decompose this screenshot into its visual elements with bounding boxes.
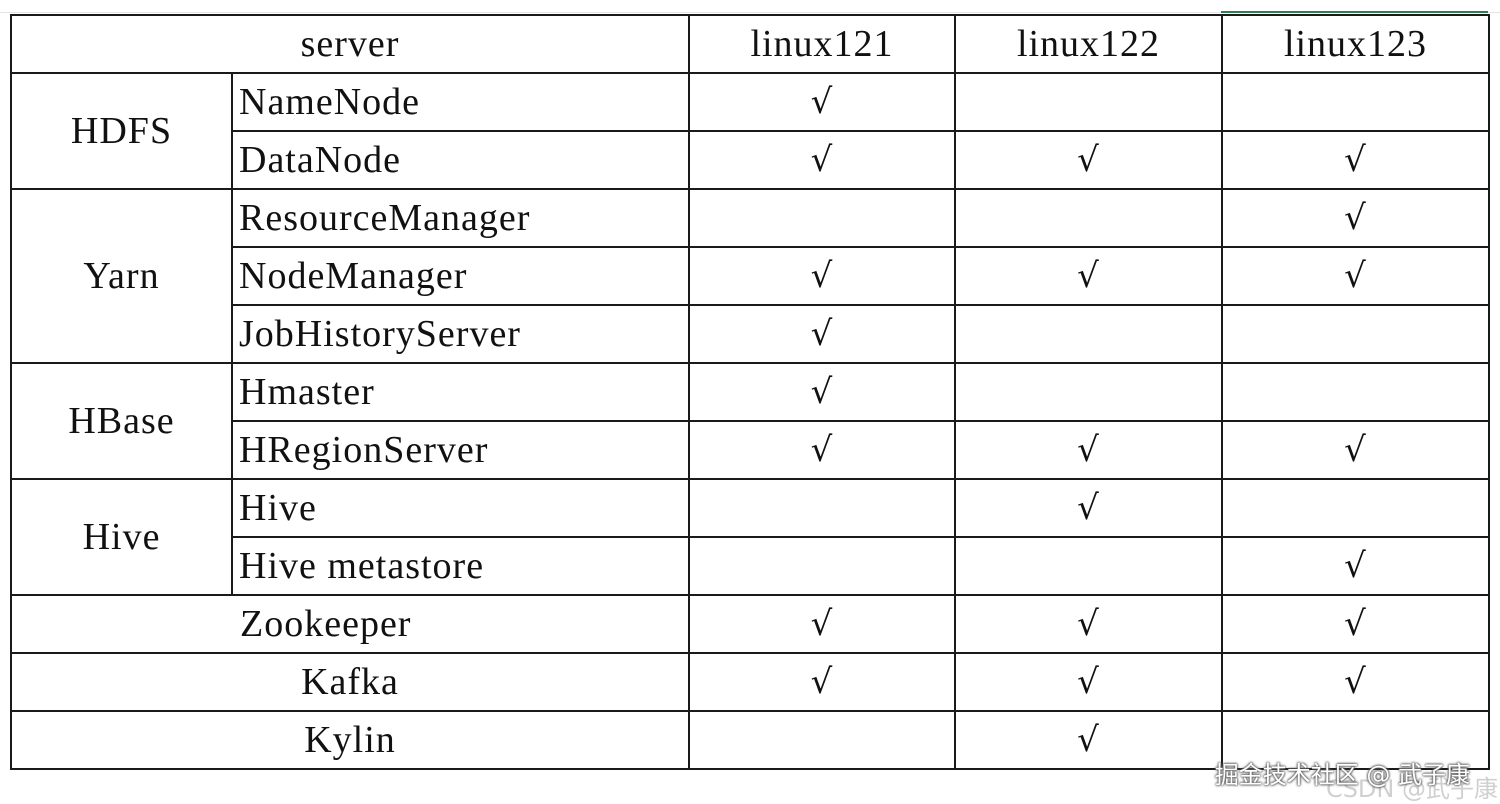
check-mark: √ [1221,594,1490,654]
check-mark: √ [954,478,1223,538]
group-yarn: Yarn [10,188,233,364]
empty-cell [954,304,1223,364]
header-host-linux123: linux123 [1221,14,1490,74]
table-row: Yarn ResourceManager √ [10,188,1490,364]
table-row: HBase Hmaster √ [10,362,1490,480]
check-mark: √ [688,72,956,132]
check-mark: √ [954,420,1223,480]
empty-cell [1221,362,1490,422]
service-zookeeper: Zookeeper [10,594,690,654]
service-namenode: NameNode [231,72,690,132]
top-gridline [0,12,1500,13]
service-kylin: Kylin [10,710,690,770]
check-mark: √ [688,594,956,654]
check-mark: √ [954,710,1223,770]
service-jobhistoryserver: JobHistoryServer [231,304,690,364]
service-deployment-table: server linux121 linux122 linux123 HDFS N… [10,14,1490,770]
service-kafka: Kafka [10,652,690,712]
table-row: Kylin √ [10,710,1490,770]
header-host-linux122: linux122 [954,14,1223,74]
empty-cell [954,188,1223,248]
empty-cell [688,478,956,538]
check-mark: √ [954,130,1223,190]
service-hregionserver: HRegionServer [231,420,690,480]
empty-cell [1221,710,1490,770]
empty-cell [688,188,956,248]
check-mark: √ [1221,246,1490,306]
selected-column-indicator [1221,11,1488,13]
check-mark: √ [688,420,956,480]
check-mark: √ [688,652,956,712]
group-hdfs: HDFS [10,72,233,190]
table-row: JobHistoryServer √ [11,304,1490,364]
table-row: Zookeeper √ √ √ [10,594,1490,654]
service-hive: Hive [231,478,690,538]
check-mark: √ [954,594,1223,654]
table-row: Kafka √ √ √ [10,652,1490,712]
check-mark: √ [954,246,1223,306]
service-nodemanager: NodeManager [231,246,690,306]
table-row: NodeManager √ √ √ [11,246,1490,306]
table-row: HDFS NameNode √ [10,72,1490,190]
header-server: server [10,14,690,74]
table-row: DataNode √ √ √ [11,130,1490,190]
table-row: Hive metastore √ [11,536,1490,596]
empty-cell [954,362,1223,422]
check-mark: √ [1221,130,1490,190]
group-hive: Hive [10,478,233,596]
check-mark: √ [688,246,956,306]
empty-cell [688,710,956,770]
service-hive-metastore: Hive metastore [231,536,690,596]
table-header-row: server linux121 linux122 linux123 [10,14,1490,74]
empty-cell [1221,304,1490,364]
empty-cell [688,536,956,596]
empty-cell [954,536,1223,596]
check-mark: √ [688,362,956,422]
watermark-juejin: 掘金技术社区 @ 武子康 [1214,761,1470,789]
watermark-csdn: CSDN @武子康 [1325,775,1498,803]
check-mark: √ [688,130,956,190]
service-resourcemanager: ResourceManager [231,188,690,248]
empty-cell [1221,478,1490,538]
check-mark: √ [1221,420,1490,480]
check-mark: √ [954,652,1223,712]
check-mark: √ [1221,188,1490,248]
header-host-linux121: linux121 [688,14,956,74]
check-mark: √ [1221,652,1490,712]
empty-cell [1221,72,1490,132]
empty-cell [954,72,1223,132]
service-hmaster: Hmaster [231,362,690,422]
check-mark: √ [1221,536,1490,596]
check-mark: √ [688,304,956,364]
group-hbase: HBase [10,362,233,480]
table-row: Hive Hive √ [10,478,1490,596]
table-row: HRegionServer √ √ √ [11,420,1490,480]
service-datanode: DataNode [231,130,690,190]
